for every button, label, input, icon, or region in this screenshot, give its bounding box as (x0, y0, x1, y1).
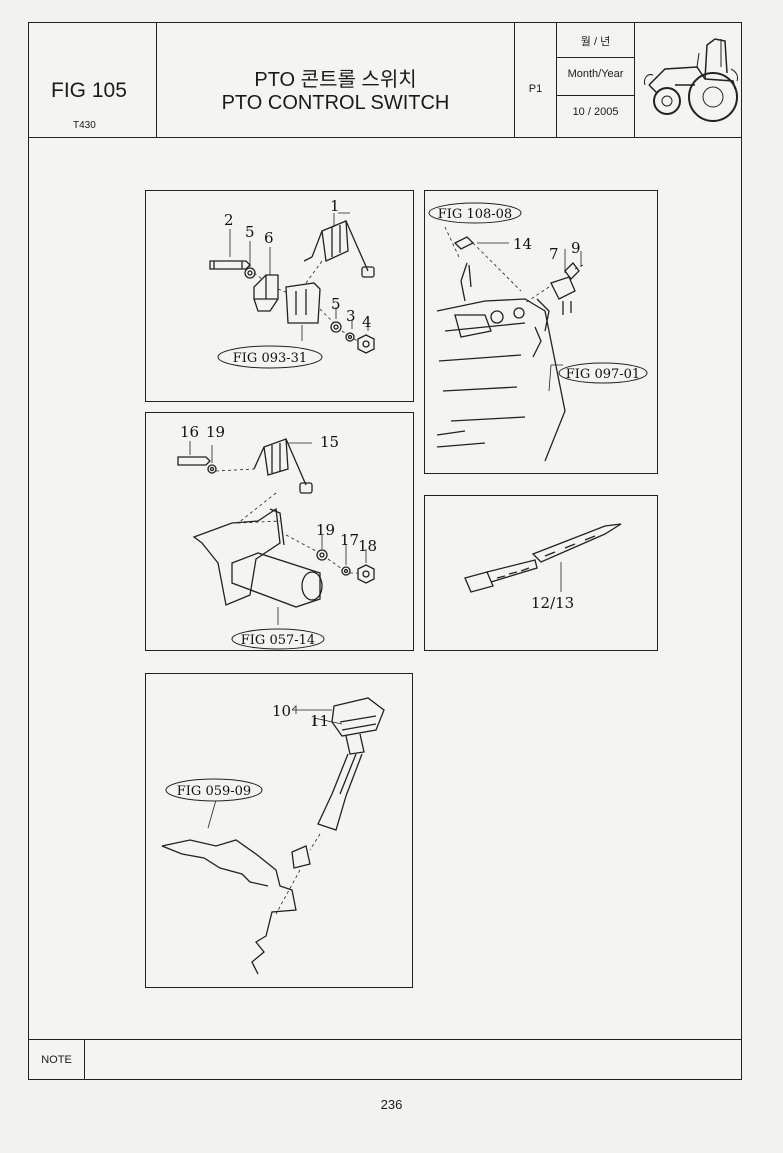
pedal-switch-drawing: 16 19 15 19 17 18 FIG 057-14 (177, 423, 377, 650)
page-frame: FIG 105 T430 PTO 콘트롤 스위치 PTO CONTROL SWI… (28, 22, 742, 1080)
figure-ref: FIG 057-14 (241, 633, 315, 648)
callout-6: 6 (264, 229, 274, 247)
figure-ref: FIG 097-01 (566, 367, 640, 382)
harness-drawing: 10 11 FIG 059-09 (161, 697, 385, 975)
note-label: NOTE (29, 1040, 85, 1080)
figure-ref-oval (428, 202, 522, 224)
callout-12-13: 12/13 (531, 594, 574, 612)
callout-10: 10 (272, 702, 291, 720)
header: FIG 105 T430 PTO 콘트롤 스위치 PTO CONTROL SWI… (29, 23, 741, 138)
callout-16: 16 (180, 423, 199, 441)
figure-ref-oval (217, 345, 323, 369)
diagram-panel-pedal-switch: 16 19 15 19 17 18 FIG 057-14 (145, 412, 414, 651)
date-divider (557, 57, 634, 58)
figure-ref-top: FIG 108-08 (438, 207, 512, 222)
callout-18: 18 (358, 537, 377, 555)
diagram-panel-relay: FIG 108-08 14 7 9 FIG 097- (424, 190, 658, 474)
callout-9: 9 (571, 239, 581, 257)
callout-4: 4 (362, 313, 372, 331)
date-cell: 월 / 년 Month/Year 10 / 2005 (557, 23, 635, 137)
callout-5b: 5 (331, 295, 341, 313)
fig-label: FIG 105 (51, 79, 127, 102)
callout-3: 3 (346, 307, 356, 325)
page-code: P1 (528, 83, 543, 95)
date-divider (557, 95, 634, 96)
figure-ref-oval (165, 778, 263, 802)
diagram-panel-harness: 10 11 FIG 059-09 (145, 673, 413, 988)
title-cell: PTO 콘트롤 스위치 PTO CONTROL SWITCH (157, 23, 515, 137)
callout-11: 11 (310, 712, 329, 730)
relay-drawing: FIG 108-08 14 7 9 FIG 097- (428, 202, 648, 462)
date-korean: 월 / 년 (580, 36, 611, 48)
page-number: 236 (380, 1097, 403, 1112)
figure-ref-oval (558, 362, 648, 384)
fig-cell: FIG 105 T430 (29, 23, 157, 137)
callout-14: 14 (513, 235, 532, 253)
callout-5: 5 (245, 223, 255, 241)
note-row: NOTE (29, 1039, 741, 1080)
title-english: PTO CONTROL SWITCH (221, 92, 450, 114)
page-code-cell: P1 (515, 23, 557, 137)
tractor-icon (644, 38, 738, 122)
switch-bracket-drawing: 2 5 6 1 5 3 4 FIG 093-31 (209, 197, 375, 369)
callout-15: 15 (320, 433, 339, 451)
callout-19b: 19 (316, 521, 335, 539)
figure-ref: FIG 093-31 (233, 351, 307, 366)
callout-1: 1 (330, 197, 340, 215)
date-value: 10 / 2005 (572, 106, 619, 118)
figure-ref-oval (231, 628, 325, 650)
callout-17: 17 (340, 531, 359, 549)
callout-19: 19 (206, 423, 225, 441)
cable-tie-drawing: 12/13 (464, 523, 622, 612)
date-label: Month/Year (567, 68, 624, 80)
tractor-thumbnail (635, 23, 741, 137)
callout-7: 7 (549, 245, 559, 263)
model-label: T430 (73, 120, 96, 131)
diagram-panel-cable-tie: 12/13 (424, 495, 658, 651)
callout-2: 2 (224, 211, 234, 229)
figure-ref: FIG 059-09 (177, 784, 251, 799)
diagram-panel-switch-bracket: 2 5 6 1 5 3 4 FIG 093-31 (145, 190, 414, 402)
title-korean: PTO 콘트롤 스위치 (254, 69, 417, 91)
